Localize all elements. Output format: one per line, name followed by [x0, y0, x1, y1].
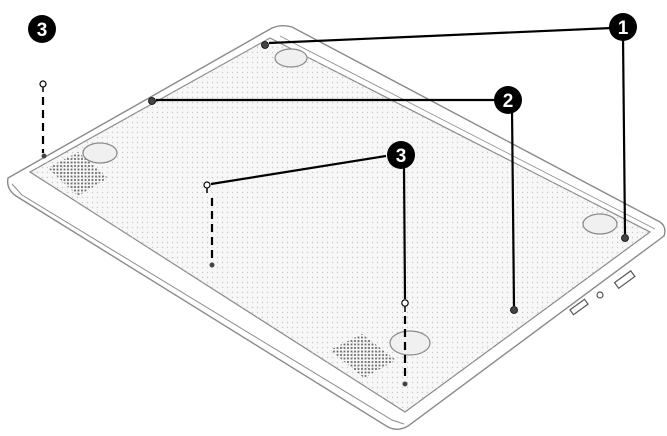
- screw-icon: [510, 306, 518, 314]
- base-side-lip: [11, 183, 405, 425]
- removal-paths: [41, 97, 407, 380]
- side-ports: [569, 270, 636, 316]
- callout-1-label: 1: [618, 18, 629, 39]
- callout-3-center-label: 3: [396, 146, 407, 167]
- screws: [39, 41, 629, 387]
- vent-grille-bottom: [330, 334, 396, 378]
- callout-3-left: 3: [28, 15, 56, 43]
- screw-icon: [621, 234, 629, 242]
- vent-grille-icon: [48, 152, 396, 378]
- rubber-foot-icon: [582, 213, 618, 235]
- screw-icon: [203, 181, 211, 193]
- screw-icon: [401, 299, 409, 312]
- callout-3-center: 3: [387, 141, 415, 169]
- vent-grille-left: [48, 152, 108, 196]
- usb-port-icon: [569, 298, 589, 316]
- screw-icon: [261, 41, 269, 49]
- callout-2: 2: [494, 86, 522, 114]
- leader-2-to-right-screw: [510, 107, 516, 307]
- bottom-cover-texture: [30, 38, 650, 412]
- leader-3-to-bottom-screw: [402, 165, 407, 300]
- screw-icon: [148, 97, 156, 105]
- laptop-base: [6, 25, 666, 430]
- leader-1-to-top-screw: [268, 26, 613, 45]
- screw-hole: [402, 381, 408, 387]
- rubber-foot-icon: [82, 142, 118, 164]
- audio-jack-icon: [596, 291, 604, 299]
- leader-1-to-right-screw: [621, 35, 627, 235]
- rubber-foot-icon: [389, 330, 431, 356]
- leader-3-to-center-screw: [210, 154, 387, 186]
- callout-3-left-label: 3: [37, 20, 48, 41]
- screw-hole: [209, 262, 215, 268]
- leader-lines: [156, 26, 627, 307]
- screw-hole: [41, 153, 47, 159]
- usb-port-icon: [613, 270, 636, 290]
- screw-icon: [39, 80, 47, 92]
- rubber-foot-icon: [274, 48, 308, 68]
- callout-1: 1: [609, 13, 637, 41]
- hinge-edge-line: [279, 35, 656, 230]
- callout-2-label: 2: [503, 91, 514, 112]
